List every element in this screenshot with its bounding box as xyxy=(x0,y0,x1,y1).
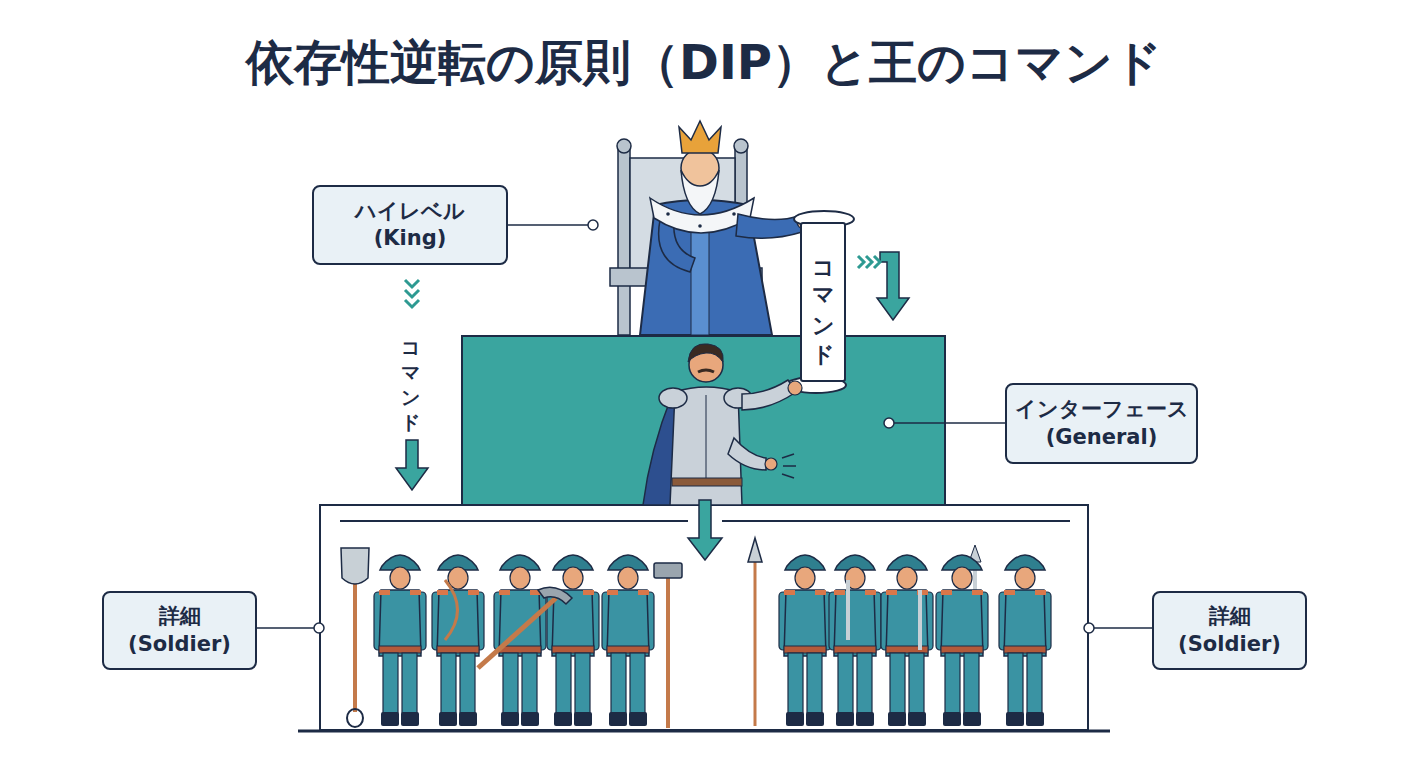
soldier-tools xyxy=(754,560,757,726)
soldier-tools xyxy=(846,580,850,640)
soldier-tools xyxy=(445,580,458,640)
high-level-callout: ハイレベル (King) xyxy=(312,185,508,265)
general-figure xyxy=(782,474,794,478)
soldier-enclosure xyxy=(298,730,1110,733)
soldier-tools xyxy=(748,538,762,562)
general-figure xyxy=(672,478,742,486)
interface-callout: インターフェース (General) xyxy=(1005,383,1198,464)
soldier-tools xyxy=(654,563,682,578)
detail-callout: 詳細 (Soldier) xyxy=(1152,591,1307,670)
detail-callout: 詳細 (Soldier) xyxy=(102,591,257,670)
node-text: インターフェース (General) xyxy=(1011,396,1193,451)
general-figure xyxy=(706,395,707,480)
general-figure xyxy=(782,454,794,458)
leader-line xyxy=(314,623,324,633)
chevron-marks xyxy=(405,300,419,307)
command-arrow xyxy=(688,500,722,560)
command-label: コマンド xyxy=(392,322,432,432)
soldier-tools xyxy=(341,548,369,584)
king-figure xyxy=(666,212,670,216)
soldier-figures xyxy=(374,555,1051,726)
interface-platform xyxy=(462,336,945,505)
soldier-figures xyxy=(936,555,988,726)
soldier-figures xyxy=(602,555,654,726)
leader-line xyxy=(1094,627,1152,629)
command-arrow xyxy=(396,440,428,490)
soldier-enclosure xyxy=(722,520,1070,522)
chevron-marks xyxy=(866,256,872,268)
leader-line xyxy=(508,224,588,226)
general-figure xyxy=(783,465,796,467)
soldier-tools xyxy=(341,538,981,728)
node-text: コマンド xyxy=(808,248,838,356)
command-scroll: コマンド xyxy=(800,222,846,382)
leader-line xyxy=(894,422,1005,424)
soldier-enclosure xyxy=(340,520,688,522)
king-figure xyxy=(691,222,709,335)
leader-line xyxy=(1084,623,1094,633)
king-figure xyxy=(618,150,630,335)
soldier-figures xyxy=(432,555,484,726)
king-figure xyxy=(698,224,702,228)
general-figure xyxy=(688,344,723,362)
soldier-figures xyxy=(547,555,599,726)
leader-line xyxy=(257,627,314,629)
diagram-title: 依存性逆転の原則（DIP）と王のコマンド xyxy=(0,34,1408,92)
soldier-figures xyxy=(881,555,933,726)
soldier-tools xyxy=(666,575,670,728)
chevron-marks xyxy=(405,280,419,287)
king-figure xyxy=(732,212,736,216)
king-figure xyxy=(617,139,631,153)
king-figure xyxy=(681,170,719,214)
king-figure xyxy=(679,121,721,153)
soldier-figures xyxy=(374,555,426,726)
general-figure xyxy=(765,458,777,470)
node-text: ハイレベル (King) xyxy=(335,198,485,253)
leader-line xyxy=(588,220,598,230)
chevron-marks xyxy=(405,290,419,297)
soldier-figures xyxy=(779,555,831,726)
command-label-text: コマンド xyxy=(399,331,425,423)
chevron-marks xyxy=(874,256,880,268)
soldier-tools xyxy=(478,598,556,668)
king-figure xyxy=(734,139,748,153)
general-figure xyxy=(728,438,766,470)
general-figure xyxy=(643,344,802,505)
general-figure xyxy=(788,381,802,395)
leader-line xyxy=(884,418,894,428)
soldier-tools xyxy=(445,580,920,668)
king-figure xyxy=(610,121,811,335)
soldier-tools xyxy=(353,580,357,712)
soldier-tools xyxy=(538,587,572,604)
chevron-marks xyxy=(858,256,864,268)
node-text: 詳細 (Soldier) xyxy=(1166,603,1294,658)
soldier-tools xyxy=(347,709,363,727)
soldier-tools xyxy=(918,590,922,650)
soldier-figures xyxy=(829,555,881,726)
general-figure xyxy=(698,370,714,372)
scroll-curl xyxy=(786,211,854,393)
general-figure xyxy=(742,380,796,410)
general-figure xyxy=(659,388,687,408)
node-text: 詳細 (Soldier) xyxy=(116,603,244,658)
king-figure xyxy=(736,214,802,238)
soldier-figures xyxy=(999,555,1051,726)
soldier-figures xyxy=(494,555,546,726)
